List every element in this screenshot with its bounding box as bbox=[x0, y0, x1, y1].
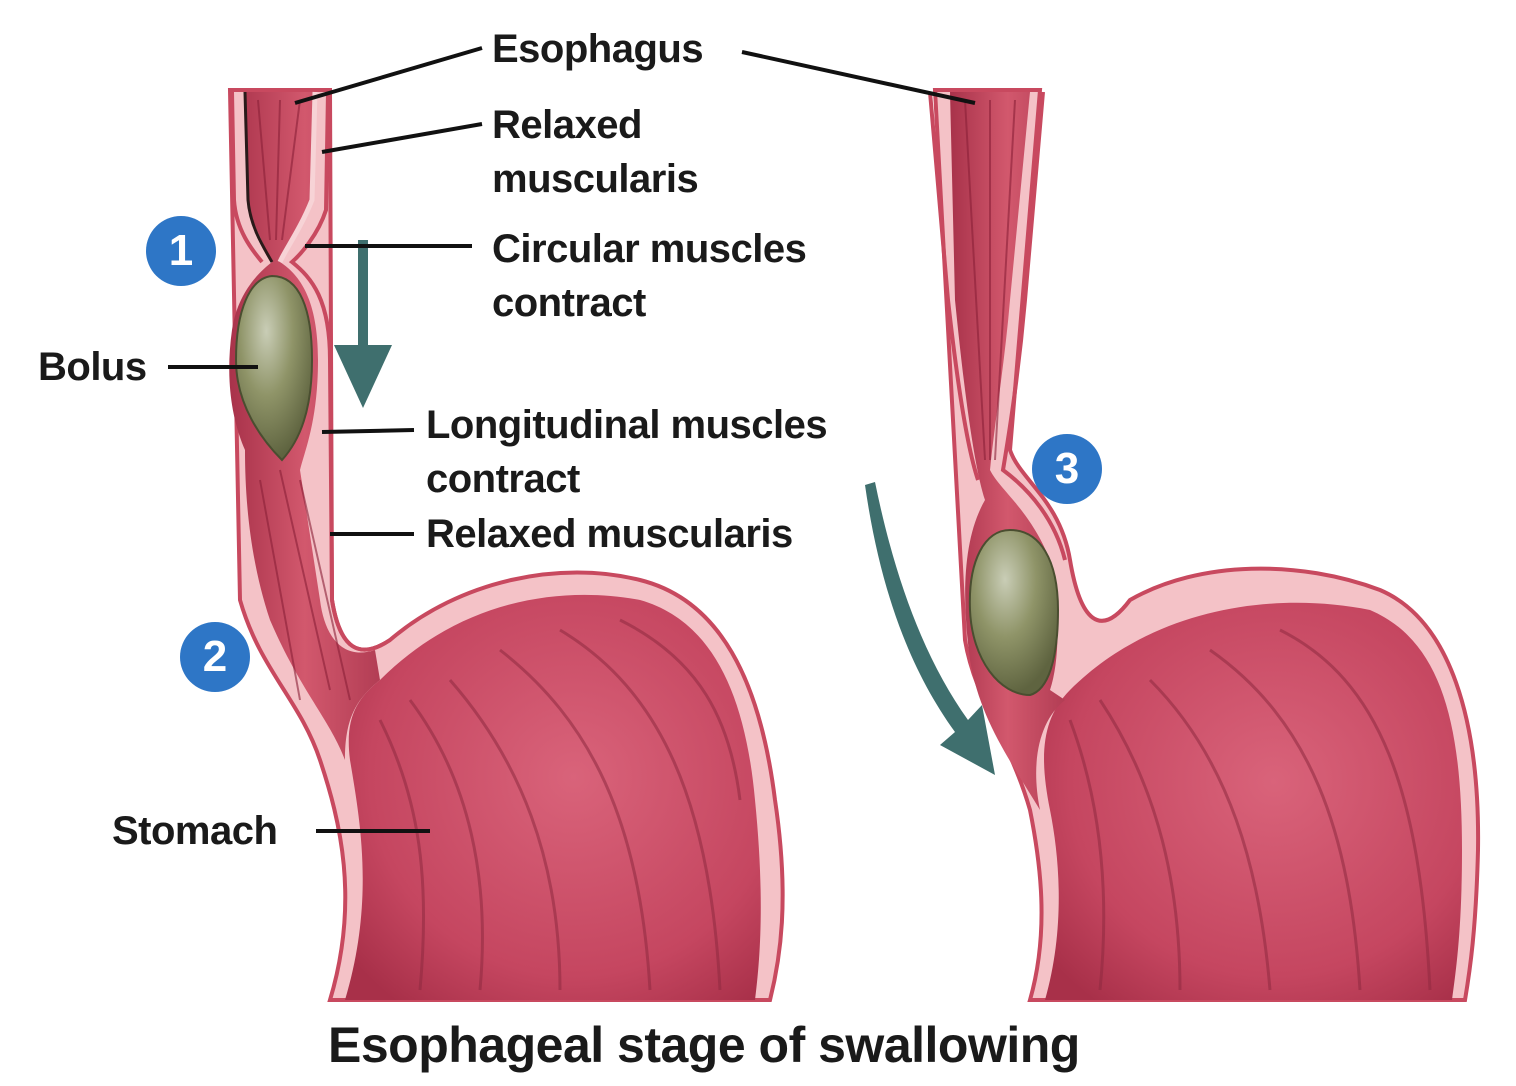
step-badge-3: 3 bbox=[1032, 434, 1102, 504]
bolus-right bbox=[968, 528, 1060, 697]
curved-arrow bbox=[865, 482, 995, 775]
down-arrow bbox=[334, 240, 392, 408]
left-panel bbox=[227, 88, 785, 1002]
label-circular-muscles-line2: contract bbox=[492, 281, 646, 325]
stomach-interior-right bbox=[1044, 602, 1462, 1000]
label-relaxed-muscularis-bottom: Relaxed muscularis bbox=[426, 512, 793, 556]
label-relaxed-muscularis-top-line2: muscularis bbox=[492, 157, 699, 201]
label-esophagus: Esophagus bbox=[492, 27, 704, 71]
label-bolus: Bolus bbox=[38, 345, 147, 389]
diagram-title: Esophageal stage of swallowing bbox=[328, 1017, 1080, 1073]
right-panel bbox=[865, 88, 1481, 1002]
label-longitudinal-muscles-line1: Longitudinal muscles bbox=[426, 403, 828, 447]
stomach-folds-left bbox=[378, 618, 742, 991]
stomach-interior-left bbox=[345, 594, 761, 1000]
bolus-left bbox=[234, 274, 314, 462]
muscle-fibers-right bbox=[964, 99, 1016, 461]
step-badge-1: 1 bbox=[146, 216, 216, 286]
label-relaxed-muscularis-top-line1: Relaxed bbox=[492, 103, 642, 147]
leader-lines bbox=[168, 46, 976, 833]
label-longitudinal-muscles-line2: contract bbox=[426, 457, 580, 501]
label-circular-muscles-line1: Circular muscles bbox=[492, 227, 807, 271]
muscle-fibers-left bbox=[257, 99, 351, 701]
step-badge-2: 2 bbox=[180, 622, 250, 692]
stomach-folds-right bbox=[1068, 628, 1432, 991]
label-stomach: Stomach bbox=[112, 809, 278, 853]
esophagus-tube-left bbox=[229, 92, 380, 760]
